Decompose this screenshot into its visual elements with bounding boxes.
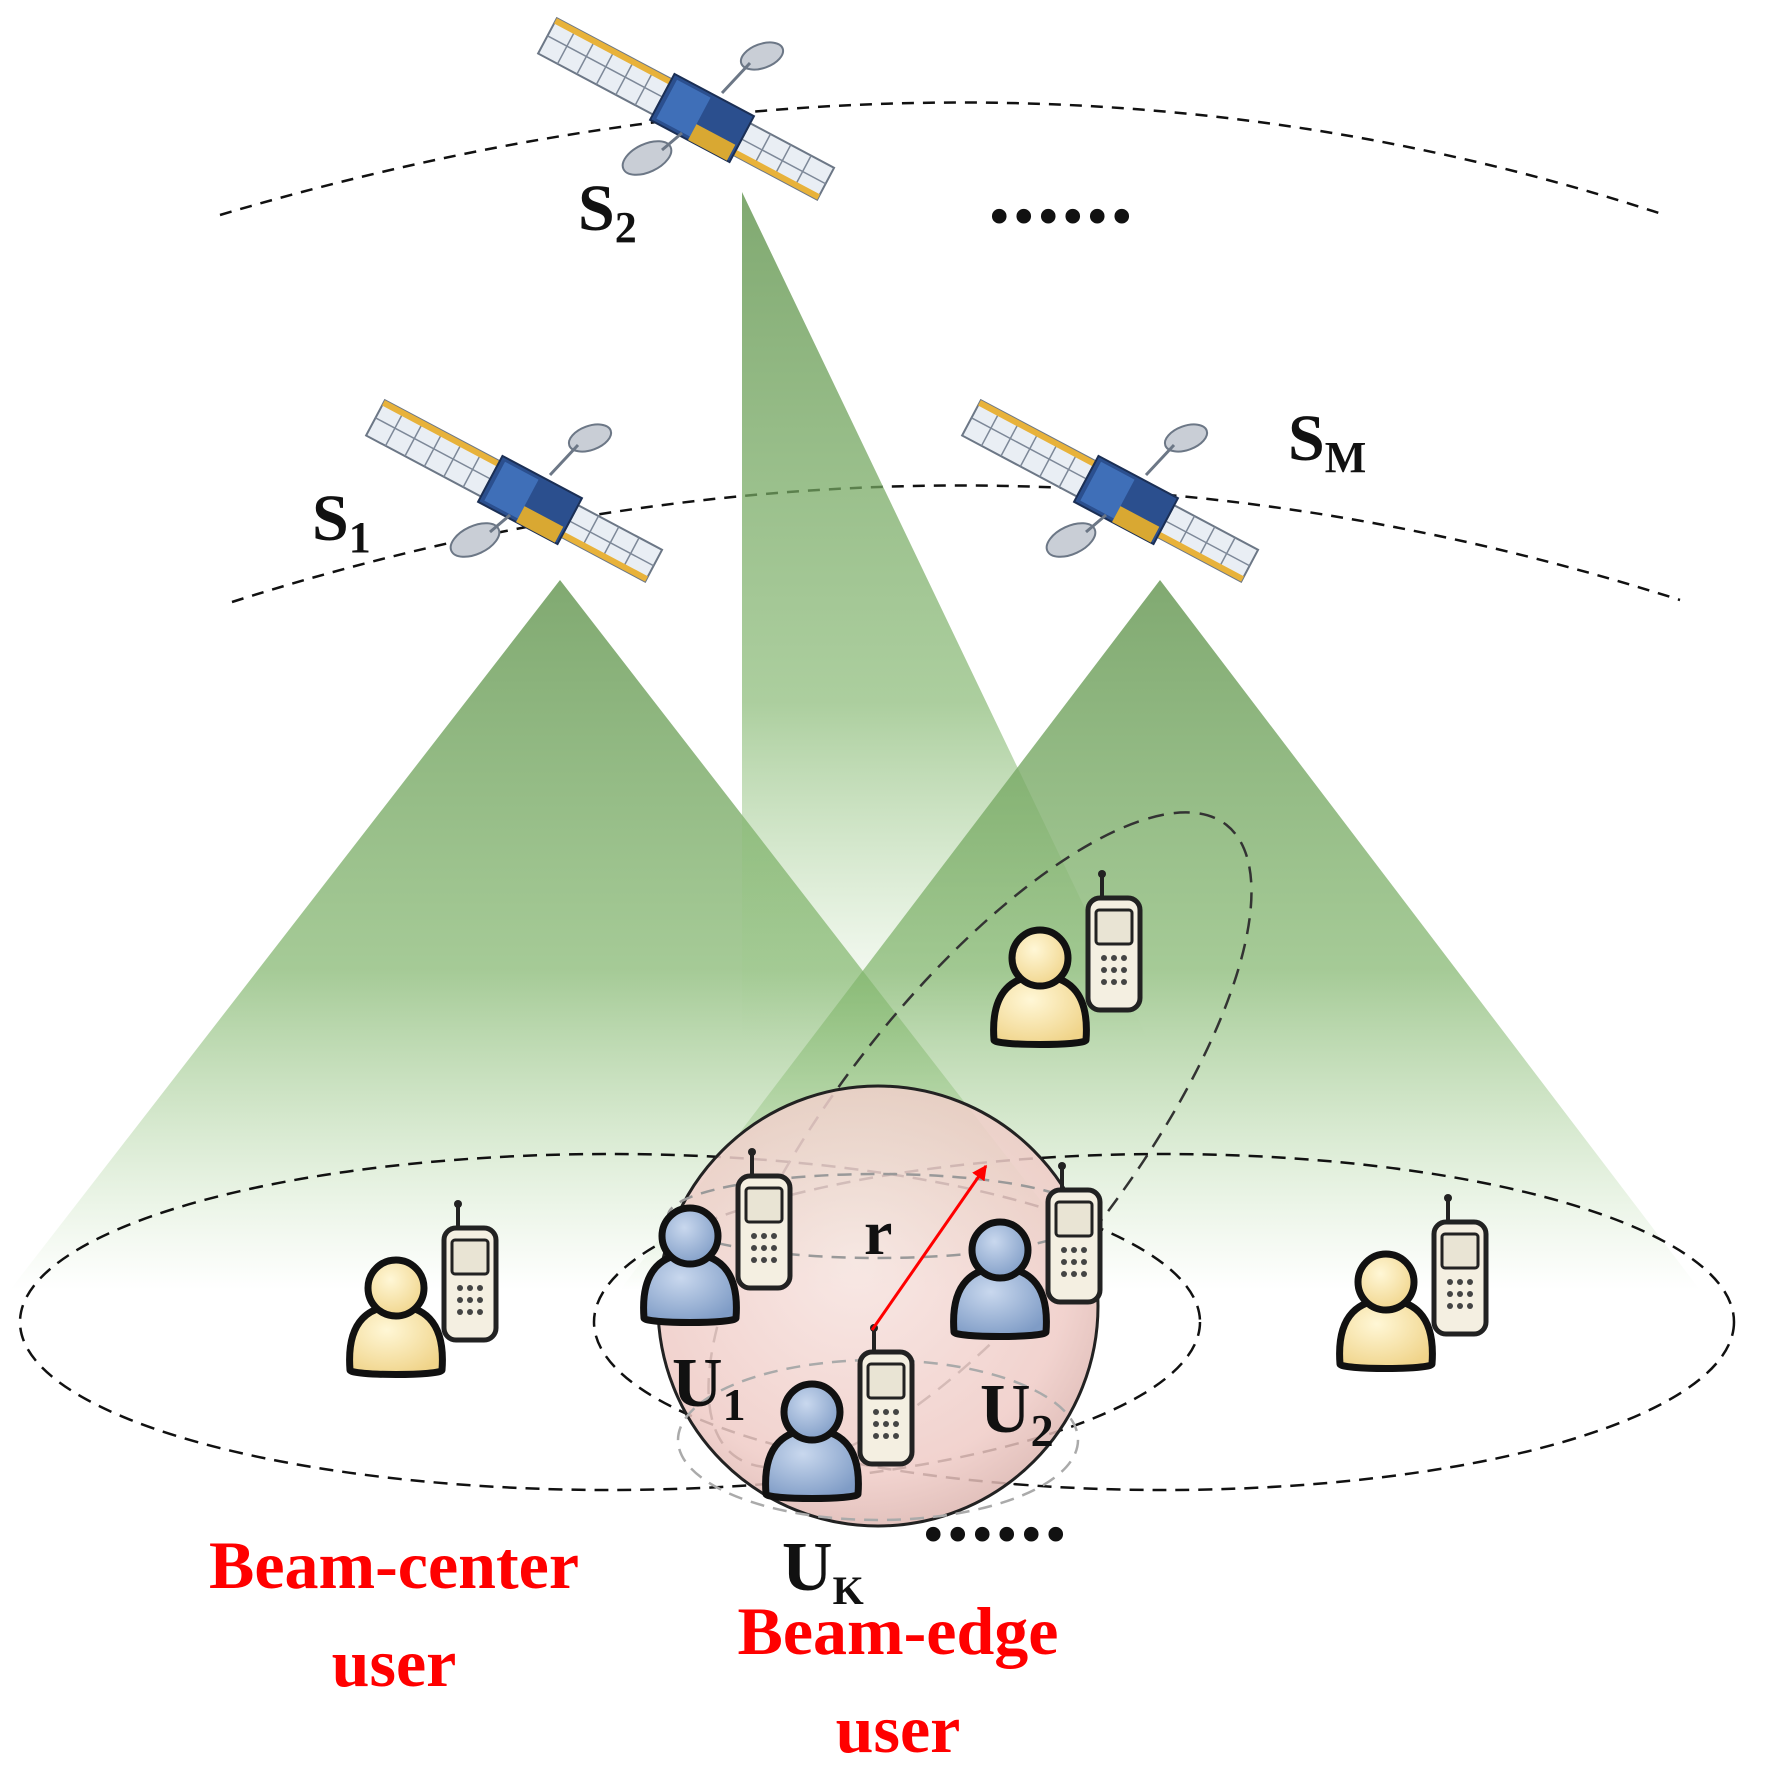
label-uk: UK — [782, 1529, 864, 1613]
satellite-icon — [361, 393, 668, 591]
caption-beam-edge-line2: user — [836, 1691, 961, 1767]
ellipsis-satellites: ...... — [988, 143, 1135, 242]
label-sm: SM — [1288, 402, 1366, 482]
label-s2: S2 — [578, 172, 637, 252]
ellipsis-users: ...... — [922, 1461, 1069, 1560]
radius-label: r — [864, 1197, 892, 1268]
caption-beam-edge-line1: Beam-edge — [737, 1593, 1058, 1669]
caption-beam-center-line2: user — [332, 1625, 457, 1701]
label-s1: S1 — [312, 482, 371, 562]
orbit-lower — [231, 484, 1681, 604]
orbit-upper — [219, 101, 1666, 217]
coverage-ellipse-sm — [592, 1152, 1736, 1492]
radius-arrow — [870, 1164, 988, 1331]
label-u2: U2 — [980, 1371, 1054, 1456]
coverage-ellipse-s1 — [18, 1152, 1202, 1492]
label-u1: U1 — [672, 1345, 746, 1430]
caption-beam-center-line1: Beam-center — [209, 1527, 579, 1603]
satellite-icon — [957, 393, 1264, 591]
